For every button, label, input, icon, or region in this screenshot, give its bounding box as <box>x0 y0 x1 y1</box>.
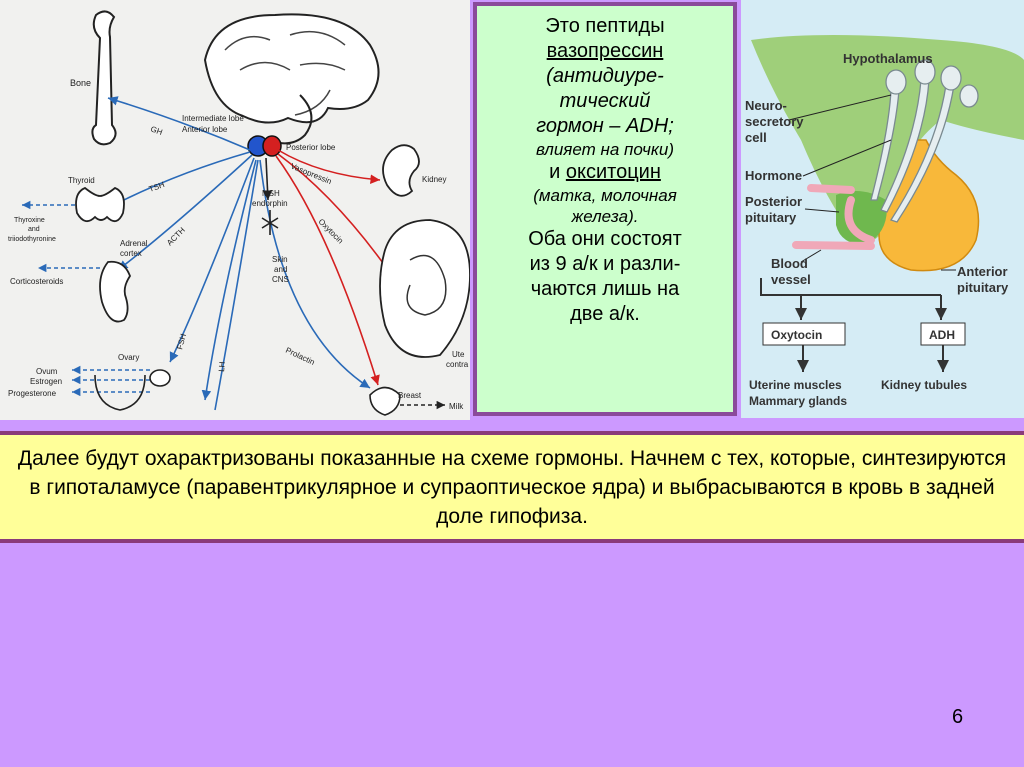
label-blood: Blood <box>771 256 808 271</box>
anterior-arrows <box>99 96 371 411</box>
msh-arrow <box>262 157 273 201</box>
label-progesterone: Progesterone <box>8 389 57 398</box>
info-line-13: две а/к. <box>570 303 640 325</box>
hypothalamus-pituitary-diagram: Hypothalamus Neuro- secretory cell Hormo… <box>741 0 1024 418</box>
pituitary-hormones-svg: Bone Intermediate lobe Anterior lobe Pos… <box>8 10 470 416</box>
label-gh: GH <box>149 124 164 137</box>
label-adh: ADH <box>929 328 955 342</box>
label-lh: LH <box>217 361 227 372</box>
neurosecretory-cells <box>870 59 979 223</box>
summary-text-box: Далее будут охарактризованы показанные н… <box>0 431 1024 543</box>
peptides-info-box: Это пептиды вазопрессин (антидиуре- тиче… <box>473 2 737 416</box>
label-cortex: cortex <box>120 249 142 258</box>
kidney-icon <box>382 144 420 197</box>
thyroid-icon <box>75 186 125 223</box>
label-anterior-lobe: Anterior lobe <box>182 125 228 134</box>
label-tsh: TSH <box>148 180 166 194</box>
adrenal-kidney-icon <box>99 260 132 323</box>
label-oxytocin: Oxytocin <box>771 328 822 342</box>
info-line-6: влияет на почки) <box>535 140 675 159</box>
uterus-icon <box>379 219 470 358</box>
label-endorphin: endorphin <box>252 199 288 208</box>
neuron-icon <box>261 210 279 235</box>
hypothalamus-pituitary-svg: Hypothalamus Neuro- secretory cell Hormo… <box>745 35 1024 408</box>
label-uterine-contra: contra <box>446 360 469 369</box>
label-prolactin: Prolactin <box>284 346 316 367</box>
info-line-1: Это пептиды <box>545 15 665 37</box>
info-line-7-prefix: и <box>549 161 566 183</box>
flow-arrows <box>760 278 949 372</box>
label-posterior-pituitary: pituitary <box>745 210 797 225</box>
label-ovary: Ovary <box>118 353 139 362</box>
info-line-3: (антидиуре- <box>546 65 664 87</box>
label-secretory: secretory <box>745 114 804 129</box>
label-triiodothyronine: triiodothyronine <box>8 236 56 243</box>
ovary-icon <box>94 374 146 411</box>
label-kidney: Kidney <box>422 175 446 184</box>
page-number: 6 <box>952 706 964 728</box>
label-posterior-lobe: Posterior lobe <box>286 143 336 152</box>
label-anterior-pituitary: pituitary <box>957 280 1009 295</box>
info-line-11: из 9 а/к и разли- <box>529 253 681 275</box>
label-hormone: Hormone <box>745 168 802 183</box>
oxytocin-term: окситоцин <box>565 161 661 183</box>
pointer-lines <box>788 94 956 271</box>
adh-box <box>920 322 966 346</box>
info-line-8: (матка, молочная <box>533 186 677 205</box>
info-line-10: Оба они состоят <box>528 228 682 250</box>
label-milk: Milk <box>449 402 464 411</box>
label-hypothalamus: Hypothalamus <box>843 51 933 66</box>
info-line-12: чаются лишь на <box>530 278 680 300</box>
label-and: and <box>28 226 40 233</box>
label-oxytocin: Oxytocin <box>317 217 345 245</box>
label-anterior: Anterior <box>957 264 1008 279</box>
breast-icon <box>369 386 401 416</box>
summary-text: Далее будут охарактризованы показанные н… <box>17 447 1007 528</box>
label-fsh: FSH <box>175 333 188 351</box>
info-line-9: железа). <box>571 207 639 226</box>
bone-icon <box>91 10 117 146</box>
label-msh: MSH <box>262 189 280 198</box>
info-line-5: гормон – ADH; <box>536 115 674 137</box>
label-ovum: Ovum <box>36 367 58 376</box>
label-uterine-muscles: Uterine muscles <box>749 378 842 392</box>
blood-vessels <box>792 184 875 250</box>
label-thyroid: Thyroid <box>68 176 95 185</box>
pituitary-hormones-diagram: Bone Intermediate lobe Anterior lobe Pos… <box>0 0 470 420</box>
label-mammary-glands: Mammary glands <box>749 394 847 408</box>
label-breast: Breast <box>398 391 422 400</box>
label-vessel: vessel <box>771 272 811 287</box>
brain-icon <box>203 13 380 145</box>
output-dashed-arrows <box>22 200 150 397</box>
label-estrogen: Estrogen <box>30 377 62 386</box>
label-neuro: Neuro- <box>745 98 787 113</box>
label-adrenal: Adrenal <box>120 239 148 248</box>
label-bone: Bone <box>70 78 91 88</box>
label-cns: CNS <box>272 275 289 284</box>
label-skin: Skin <box>272 255 288 264</box>
label-kidney-tubules: Kidney tubules <box>881 378 967 392</box>
label-corticosteroids: Corticosteroids <box>10 277 63 286</box>
vasopressin-term: вазопрессин <box>546 40 664 62</box>
info-line-7: и окситоцин <box>477 160 733 185</box>
label-posterior: Posterior <box>745 194 802 209</box>
label-cell: cell <box>745 130 767 145</box>
label-uterine: Ute <box>452 350 465 359</box>
oxytocin-box <box>762 322 846 346</box>
label-skin-and: and <box>274 265 287 274</box>
info-line-4: тический <box>559 90 651 112</box>
label-intermediate-lobe: Intermediate lobe <box>182 114 244 123</box>
label-thyroxine: Thyroxine <box>14 217 45 224</box>
pituitary-icon <box>247 135 282 157</box>
